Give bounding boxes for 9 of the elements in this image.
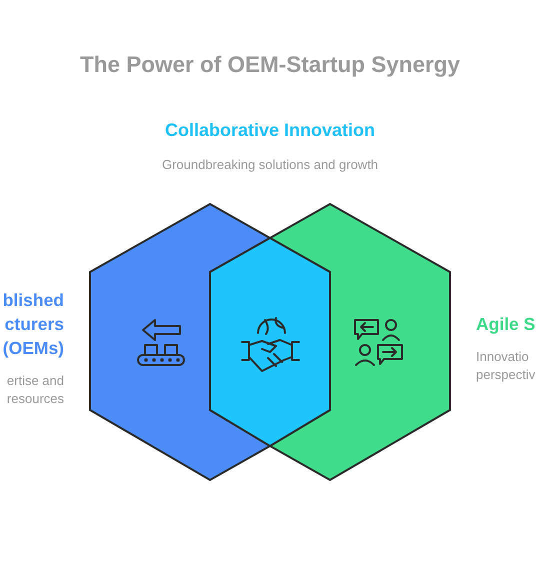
heading: blished cturers (OEMs) [2,289,64,360]
hexagon [268,202,451,482]
heading: Agile S [476,313,536,336]
description: ertise and resources [6,372,64,408]
hexagon [89,202,272,482]
heading: Collaborative Innovation [164,120,376,141]
title: The Power of OEM-Startup Synergy [78,52,462,78]
description: Groundbreaking solutions and growth [160,156,380,174]
description: Innovatio perspectiv [476,348,536,384]
